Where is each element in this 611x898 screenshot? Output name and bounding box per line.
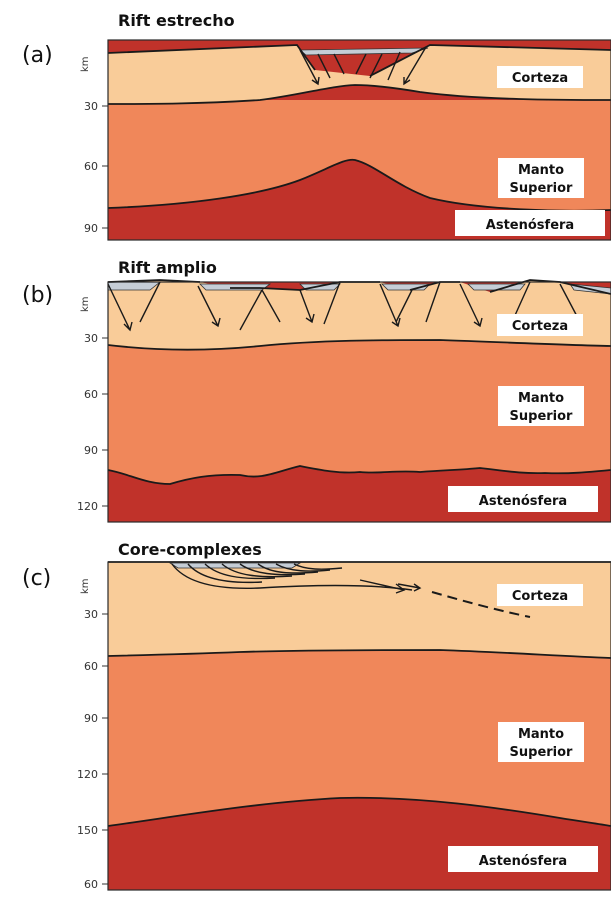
panel-b-upper-mantle xyxy=(108,340,611,484)
panel-c-moho xyxy=(107,649,611,659)
panel-c-lab xyxy=(107,796,611,827)
panel-c-tick: 30 xyxy=(84,608,98,621)
panel-b-y-axis: 30 60 90 120 xyxy=(77,282,109,522)
panel-a-letter: (a) xyxy=(22,43,53,68)
panel-b-moho xyxy=(107,339,611,351)
panel-b-crust xyxy=(108,280,611,350)
panel-c-asthenosphere-label: Astenósfera xyxy=(479,854,567,869)
panel-a-title: Rift estrecho xyxy=(118,11,235,30)
panel-c-tick: 150 xyxy=(77,824,98,837)
panel-c-title: Core-complexes xyxy=(118,540,262,559)
panel-c: Core-complexes (c) km xyxy=(22,540,611,891)
panel-c-tick: 60 xyxy=(84,878,98,891)
panel-a-asthenosphere-label: Astenósfera xyxy=(486,218,574,233)
panel-a-tick: 90 xyxy=(84,222,98,235)
panel-a-crust-label: Corteza xyxy=(512,71,568,86)
panel-b-mantle-label-1: Manto xyxy=(518,391,564,406)
panel-a-tick: 30 xyxy=(84,100,98,113)
panel-c-tick: 120 xyxy=(77,768,98,781)
panel-b-mantle-label-2: Superior xyxy=(510,409,574,424)
panel-b-tick: 120 xyxy=(77,500,98,513)
panel-c-faults xyxy=(171,563,531,618)
panel-b-unit: km xyxy=(80,296,91,312)
panel-b-crust-label: Corteza xyxy=(512,319,568,334)
panel-c-letter: (c) xyxy=(22,566,51,591)
panel-c-upper-mantle xyxy=(108,640,611,826)
panel-c-crust xyxy=(108,562,611,658)
panel-a-moho xyxy=(107,84,611,105)
panel-a-tick: 60 xyxy=(84,160,98,173)
panel-c-y-axis: 30 60 90 120 150 60 xyxy=(77,562,109,891)
panel-a-upper-mantle xyxy=(108,100,611,211)
panel-b-title: Rift amplio xyxy=(118,258,217,277)
panel-c-mantle-label-2: Superior xyxy=(510,745,574,760)
panel-a-unit: km xyxy=(80,56,91,72)
panel-c-tick: 60 xyxy=(84,660,98,673)
panel-a: Rift estrecho (a) km xyxy=(22,11,611,241)
panel-b-asthenosphere-label: Astenósfera xyxy=(479,494,567,509)
panel-a-crust xyxy=(108,45,611,104)
panel-a-mantle-label-2: Superior xyxy=(510,181,574,196)
panel-a-faults xyxy=(299,46,427,86)
panel-b-tick: 60 xyxy=(84,388,98,401)
panel-b-tick: 90 xyxy=(84,444,98,457)
panel-b-tick: 30 xyxy=(84,332,98,345)
panel-a-mantle-label-1: Manto xyxy=(518,163,564,178)
panel-c-crust-label: Corteza xyxy=(512,589,568,604)
panel-b-faults xyxy=(107,281,583,332)
panel-c-mantle-label-1: Manto xyxy=(518,727,564,742)
panel-b-letter: (b) xyxy=(22,283,53,308)
panel-c-sediment xyxy=(168,562,302,569)
panel-c-tick: 90 xyxy=(84,712,98,725)
panel-c-unit: km xyxy=(80,578,91,594)
panel-b-lab xyxy=(107,465,611,485)
panel-b: Rift amplio (b) km xyxy=(22,258,611,523)
panel-a-lab xyxy=(107,158,611,212)
